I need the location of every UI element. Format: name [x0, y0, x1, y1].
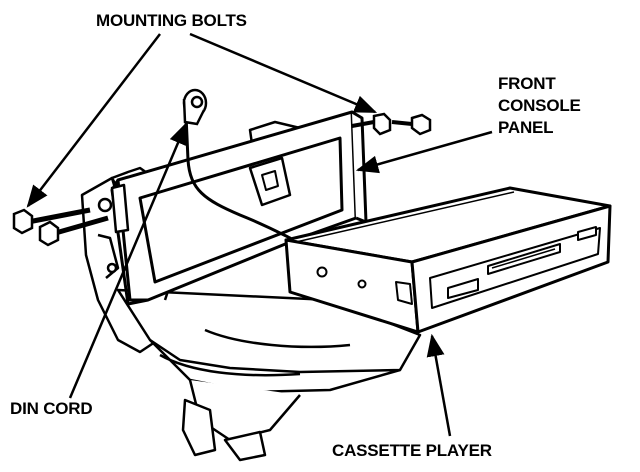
label-front-console-panel-line-3: PANEL	[498, 118, 554, 137]
label-front-console-panel: FRONT CONSOLE PANEL	[498, 73, 581, 139]
din-connector	[182, 88, 208, 126]
label-mounting-bolts: MOUNTING BOLTS	[96, 11, 247, 30]
label-din-cord: DIN CORD	[10, 399, 93, 418]
arrow-bolts-left	[26, 33, 161, 208]
din-cord	[184, 113, 292, 240]
bolts-left	[12, 207, 109, 247]
label-front-console-panel-line-1: FRONT	[498, 74, 556, 93]
arrow-cassette-player	[426, 333, 452, 437]
leader-lines	[26, 32, 493, 437]
label-front-console-panel-line-2: CONSOLE	[498, 96, 581, 115]
arrow-bolts-right	[189, 32, 378, 114]
arrow-din-cord	[68, 121, 188, 399]
arrow-console-panel	[355, 130, 493, 174]
bolts-right	[351, 112, 432, 136]
label-cassette-player: CASSETTE PLAYER	[332, 441, 492, 460]
cassette-player	[284, 186, 612, 334]
